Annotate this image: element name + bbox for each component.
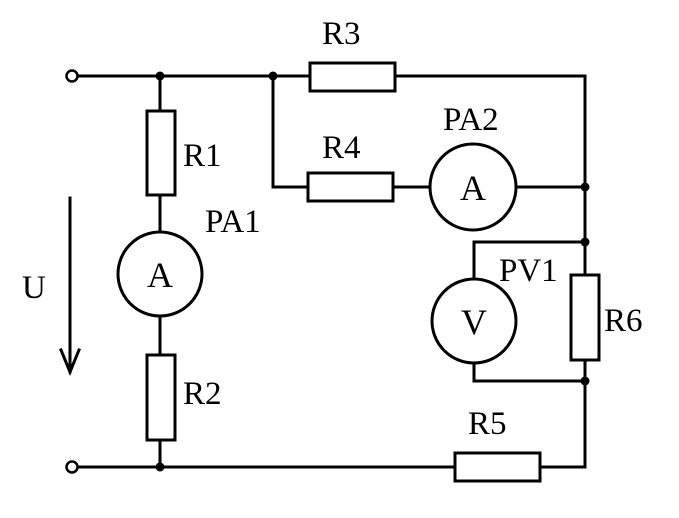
terminal-top — [65, 69, 79, 83]
resistor-r1 — [145, 109, 177, 197]
voltage-arrow-head — [59, 348, 81, 376]
meter-symbols: A A V — [147, 168, 487, 342]
label-r2: R2 — [183, 376, 222, 412]
label-r3: R3 — [322, 16, 361, 52]
labels: R1 R2 R3 R4 R5 R6 PA1 PA2 PV1 U — [22, 16, 643, 442]
pa1-symbol: A — [147, 255, 173, 295]
junction-right-pa2 — [580, 182, 590, 192]
label-r5: R5 — [468, 406, 507, 442]
junction-right-pv1-top — [580, 237, 590, 247]
label-r4: R4 — [322, 130, 361, 166]
junction-right-pv1-bottom — [580, 376, 590, 386]
label-voltage-u: U — [22, 270, 46, 306]
label-pa1: PA1 — [205, 204, 261, 240]
ammeter-pa2 — [428, 142, 518, 232]
ammeter-pa1 — [116, 230, 204, 318]
pv1-symbol: V — [461, 302, 487, 342]
junction-bottom-left — [155, 462, 165, 472]
label-r6: R6 — [604, 303, 643, 339]
pa2-symbol: A — [460, 168, 486, 208]
terminal-bottom — [65, 460, 79, 474]
resistors — [145, 61, 601, 483]
label-pv1: PV1 — [499, 253, 558, 289]
terminals — [65, 69, 79, 474]
wires — [59, 74, 587, 469]
resistor-r5 — [453, 451, 542, 483]
voltmeter-pv1 — [430, 277, 518, 365]
resistor-r3 — [308, 61, 397, 93]
junction-top-left — [155, 71, 165, 81]
label-pa2: PA2 — [443, 102, 499, 138]
junctions — [155, 71, 590, 472]
junction-top-mid — [268, 71, 278, 81]
meters — [116, 142, 518, 365]
resistor-r6 — [569, 273, 601, 362]
resistor-r2 — [145, 353, 177, 442]
resistor-r4 — [306, 171, 395, 203]
label-r1: R1 — [183, 138, 222, 174]
